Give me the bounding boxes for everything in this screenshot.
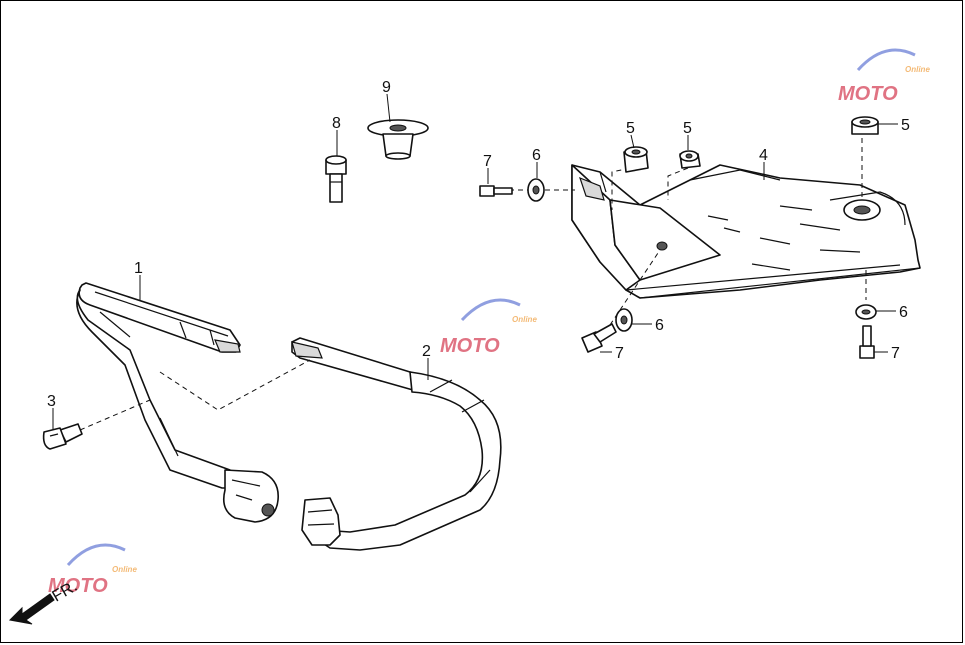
callout-7c: 7 <box>891 345 900 362</box>
watermark-brand: MOTO <box>48 575 108 597</box>
callout-5c: 5 <box>901 117 910 134</box>
watermark-tagline: Online <box>112 565 137 574</box>
flange-bolt-3 <box>42 423 83 450</box>
watermark-tagline: Online <box>512 315 537 324</box>
grommet-5a-dash <box>611 167 631 210</box>
rubber-grommet-5a <box>623 146 649 173</box>
callout-3: 3 <box>47 393 56 410</box>
watermark-brand: MOTO <box>838 83 898 105</box>
watermark-bottom-left: MOTO Online <box>48 543 137 597</box>
bolt-7b-dash <box>609 249 661 326</box>
collar-9 <box>367 119 429 160</box>
flange-bolt-7c <box>859 325 875 359</box>
front-direction-indicator: FR. <box>8 578 80 625</box>
callout-2: 2 <box>422 343 431 360</box>
callout-7a: 7 <box>483 153 492 170</box>
arrow-left-down-icon <box>8 593 55 625</box>
bar-connection-line <box>159 359 311 411</box>
crash-bar-left <box>76 282 279 523</box>
bolt-3-leader-dash <box>79 399 151 431</box>
callout-9: 9 <box>382 79 391 96</box>
grommet-5b-dash <box>667 167 689 200</box>
callout-8: 8 <box>332 115 341 132</box>
crash-bar-right <box>291 337 502 551</box>
watermark-tagline: Online <box>905 65 930 74</box>
callout-5b: 5 <box>683 120 692 137</box>
skid-plate <box>571 164 921 299</box>
flange-bolt-8 <box>325 155 347 203</box>
callout-7b: 7 <box>615 345 624 362</box>
callout-5a: 5 <box>626 120 635 137</box>
callout-6c: 6 <box>899 304 908 321</box>
callout-6a: 6 <box>532 147 541 164</box>
callout-6b: 6 <box>655 317 664 334</box>
flange-bolt-7b <box>581 323 617 353</box>
rubber-grommet-5c <box>851 116 879 135</box>
callout-1: 1 <box>134 260 143 277</box>
callout-4: 4 <box>759 147 768 164</box>
flange-bolt-7a <box>479 185 513 197</box>
watermark-top-right: MOTO Online <box>838 48 930 105</box>
watermark-middle: MOTO Online <box>440 298 537 357</box>
rubber-grommet-5b <box>679 150 701 169</box>
watermark-brand: MOTO <box>440 335 500 357</box>
